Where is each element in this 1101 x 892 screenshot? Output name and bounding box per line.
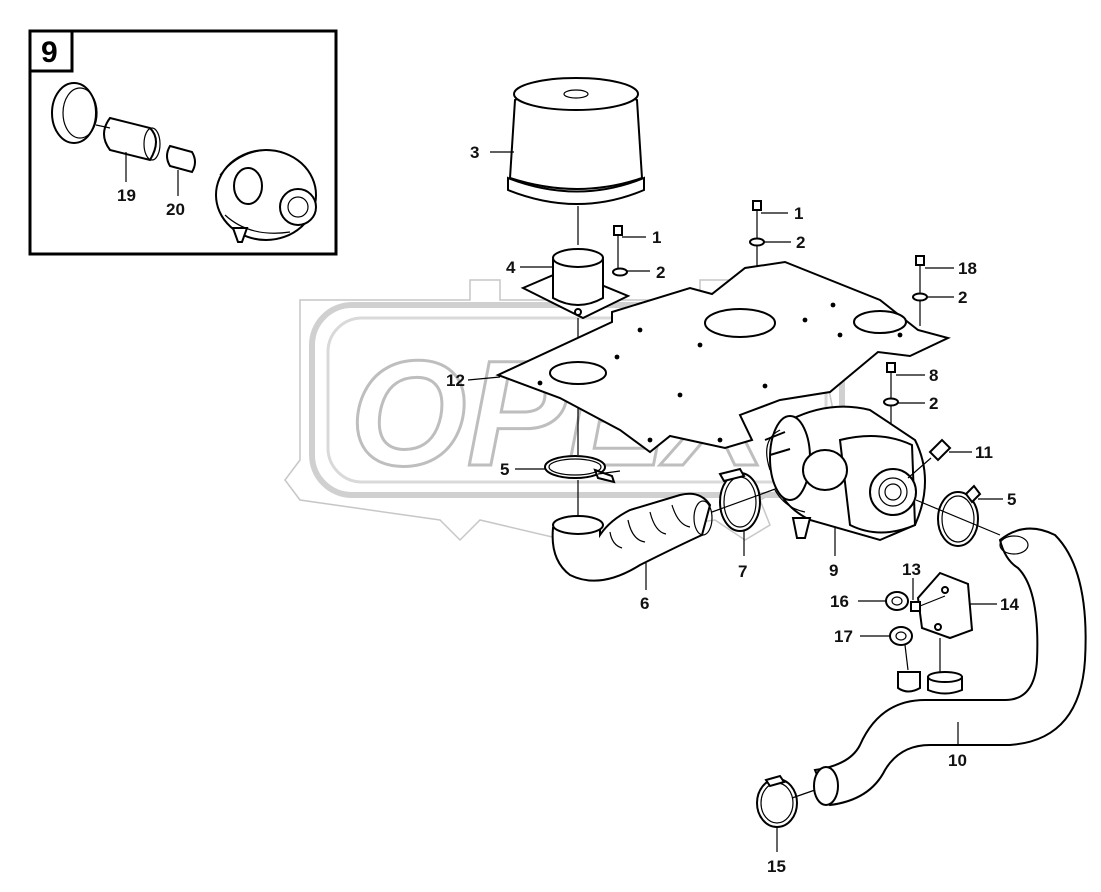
callout-17: 17 — [834, 627, 853, 646]
callout-20: 20 — [166, 200, 185, 219]
bolt-8 — [886, 362, 896, 430]
elbow-hose — [551, 492, 713, 582]
callout-9: 9 — [829, 561, 838, 580]
callout-18: 18 — [958, 259, 977, 278]
callout-14: 14 — [1000, 595, 1019, 614]
callout-2-right: 2 — [958, 288, 967, 307]
bolt-18 — [915, 255, 925, 326]
callout-3: 3 — [470, 143, 479, 162]
bolt-1-adapter — [613, 225, 623, 268]
callout-5-upper: 5 — [500, 460, 509, 479]
inset-housing-valve — [231, 227, 249, 243]
washer-2-right — [912, 292, 928, 302]
inset-housing-inlet — [233, 167, 263, 205]
inset-end-cover — [51, 82, 97, 144]
callout-7: 7 — [738, 562, 747, 581]
inset-housing-ribs — [219, 149, 291, 234]
callout-19: 19 — [117, 186, 136, 205]
watermark-frame-inner — [326, 316, 828, 484]
callout-11: 11 — [975, 443, 993, 462]
grommet-16 — [885, 591, 909, 611]
callout-2-housing: 2 — [929, 394, 938, 413]
mounting-plate — [495, 260, 951, 454]
callout-4: 4 — [506, 258, 516, 277]
callout-10: 10 — [948, 751, 967, 770]
inset-number-box — [28, 29, 74, 73]
inset-safety-filter — [166, 144, 196, 174]
outlet-hose — [813, 527, 1087, 807]
callout-13: 13 — [902, 560, 921, 579]
restriction-indicator — [907, 438, 952, 479]
bolt-1-plate — [752, 200, 762, 266]
callout-12: 12 — [446, 371, 465, 390]
callout-8: 8 — [929, 366, 938, 385]
inset-housing-outlet — [279, 188, 317, 226]
callout-1-adapter: 1 — [652, 228, 661, 247]
air-filter-housing — [764, 405, 926, 542]
leader-12 — [467, 376, 501, 381]
callout-5-right: 5 — [1007, 490, 1016, 509]
inset-axis — [95, 124, 111, 129]
callout-16: 16 — [830, 592, 849, 611]
washer-2-housing — [883, 397, 899, 407]
washer-2-plate — [749, 237, 765, 247]
grommet-17 — [889, 626, 921, 693]
callout-6: 6 — [640, 594, 649, 613]
callout-2-adapter: 2 — [656, 263, 665, 282]
hose-clamp-15 — [756, 774, 798, 828]
washer-2-adapter — [612, 267, 628, 277]
axis-5-10 — [915, 499, 1001, 536]
inset-primary-filter-end — [143, 127, 161, 161]
inset-end-cover-rim — [62, 87, 98, 139]
hose-clamp-upper — [544, 455, 621, 484]
axis-15 — [791, 789, 816, 799]
support-bracket — [916, 571, 974, 695]
precleaner-bowl — [507, 77, 645, 205]
callout-2-plate: 2 — [796, 233, 805, 252]
inset-number: 9 — [41, 36, 58, 69]
inset-housing-outlet-inner — [287, 196, 309, 218]
intake-adapter — [520, 248, 631, 320]
hose-clamp-right — [937, 484, 982, 547]
callout-15: 15 — [767, 857, 786, 876]
inset-detail-9: 9 19 20 — [28, 29, 338, 256]
callout-1-plate: 1 — [794, 204, 803, 223]
bolt-13 — [910, 595, 946, 612]
